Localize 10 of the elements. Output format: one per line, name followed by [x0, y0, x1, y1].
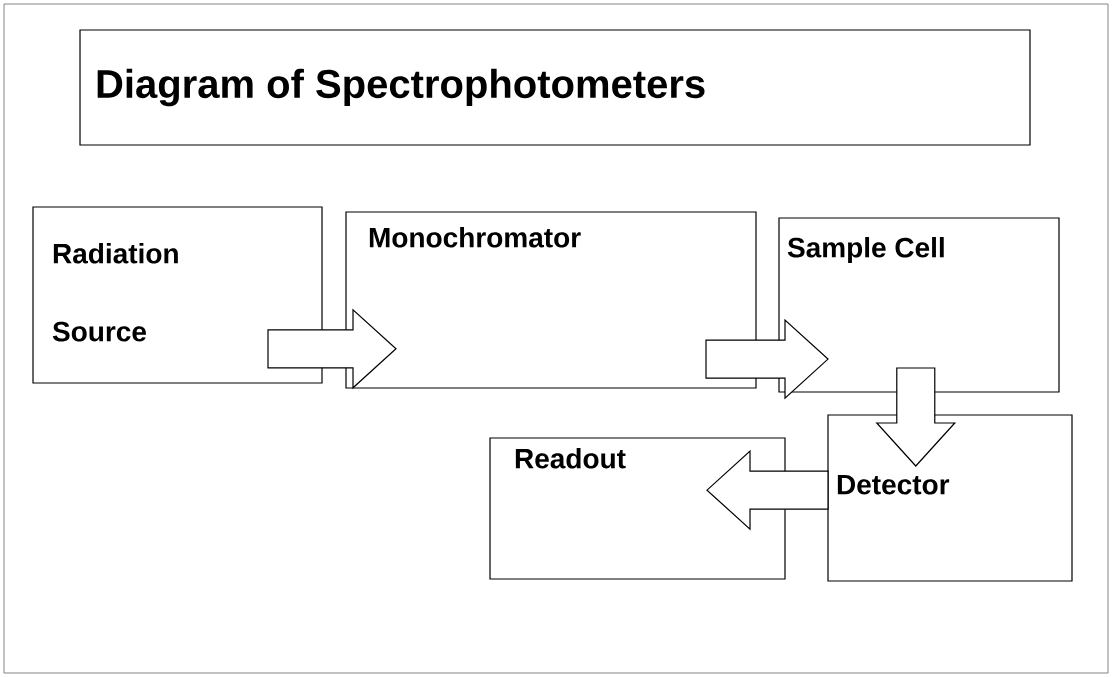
- block-arrow: [875, 367, 957, 467]
- process-box: Radiation Source: [32, 206, 323, 384]
- block-arrow: [705, 318, 829, 400]
- process-box: Sample Cell: [778, 217, 1060, 393]
- process-box: Monochromator: [345, 211, 757, 389]
- block-arrow: [267, 308, 397, 390]
- block-arrow: [706, 449, 829, 531]
- process-box: Detector: [827, 414, 1073, 582]
- process-box: Readout: [489, 437, 786, 580]
- title-box: Diagram of Spectrophotometers: [79, 29, 1031, 146]
